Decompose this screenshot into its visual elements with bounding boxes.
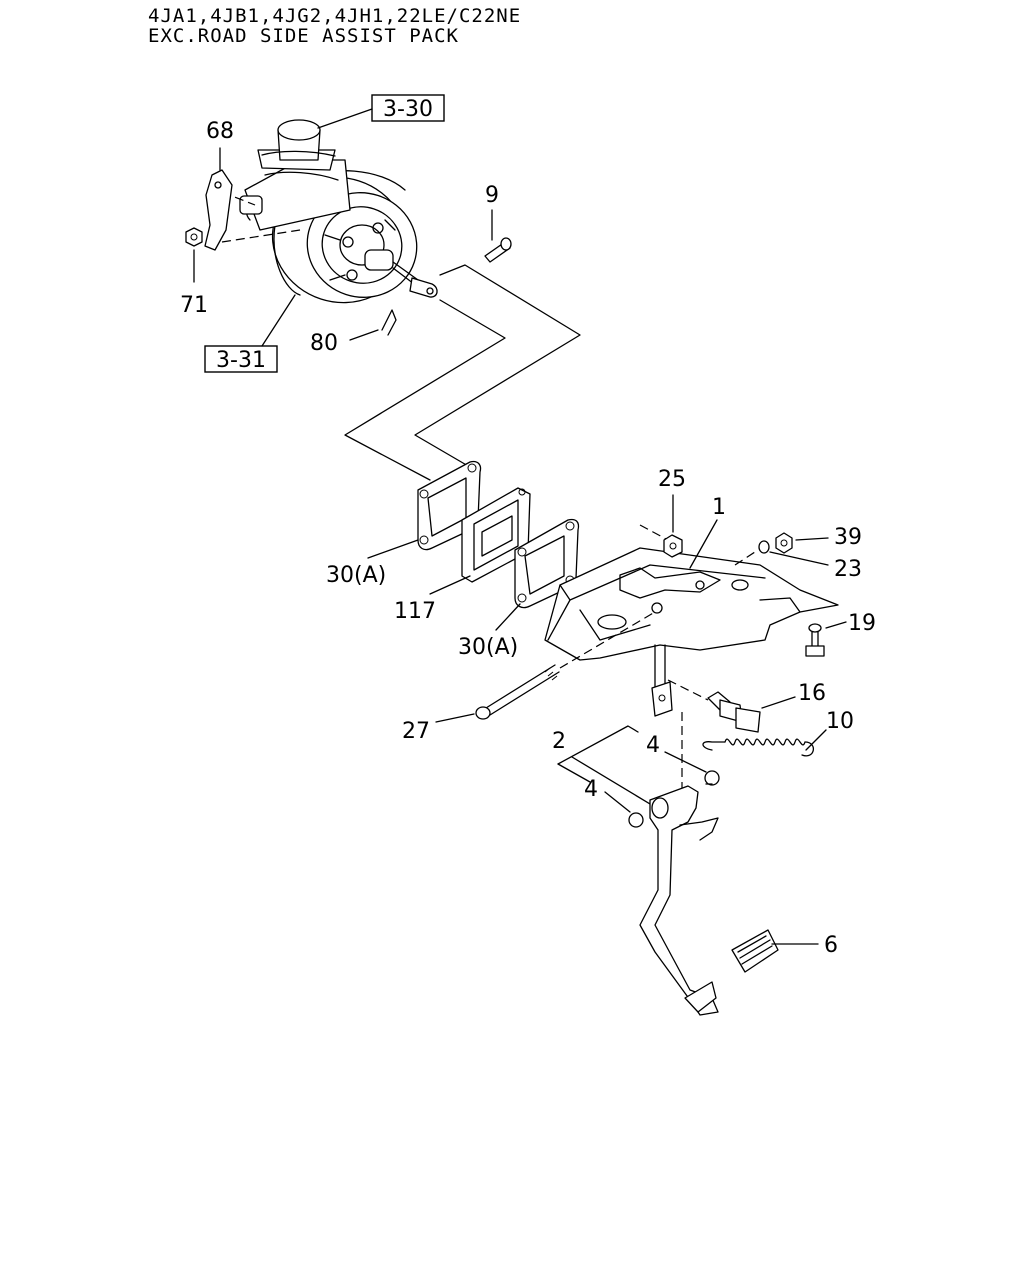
callout-1[interactable]: 1 <box>712 495 726 520</box>
callout-9[interactable]: 9 <box>485 183 499 208</box>
diagram-header-variant: EXC.ROAD SIDE ASSIST PACK <box>148 25 459 47</box>
leader-bracket-2-4 <box>557 725 639 765</box>
callout-30a-left[interactable]: 30(A) <box>326 563 386 588</box>
part-80-cotter-pin <box>349 309 397 341</box>
part-4-bushing-upper <box>664 751 720 786</box>
part-39-nut <box>775 532 829 554</box>
callout-10[interactable]: 10 <box>826 709 854 734</box>
callout-23[interactable]: 23 <box>834 557 862 582</box>
part-2-clutch-pedal-arm <box>639 785 719 1016</box>
callout-25[interactable]: 25 <box>658 467 686 492</box>
ref-box-3-31[interactable]: 3-31 <box>204 345 278 373</box>
part-1-pedal-bracket <box>544 524 839 717</box>
part-25-nut <box>663 494 683 558</box>
part-6-pedal-pad <box>731 929 819 973</box>
part-16-switch <box>667 679 796 733</box>
part-23-washer <box>734 540 829 566</box>
diagram-header-engines: 4JA1,4JB1,4JG2,4JH1,22LE/C22NE <box>148 5 521 27</box>
routing-line-lower <box>344 299 506 481</box>
part-19-bolt <box>805 621 847 657</box>
ref-3-31-text: 3-31 <box>216 348 266 373</box>
part-4-bushing-lower <box>604 791 644 828</box>
callout-4-upper[interactable]: 4 <box>646 733 660 758</box>
callout-39[interactable]: 39 <box>834 525 862 550</box>
callout-4-lower[interactable]: 4 <box>584 777 598 802</box>
callout-2[interactable]: 2 <box>552 729 566 754</box>
ref-box-3-30[interactable]: 3-30 <box>371 94 445 122</box>
callout-30a-right[interactable]: 30(A) <box>458 635 518 660</box>
part-68-bracket <box>204 147 233 251</box>
callout-27[interactable]: 27 <box>402 719 430 744</box>
callout-6[interactable]: 6 <box>824 933 838 958</box>
callout-71[interactable]: 71 <box>180 293 208 318</box>
part-27-pivot-bolt <box>435 611 656 723</box>
part-10-return-spring <box>702 729 827 757</box>
callout-68[interactable]: 68 <box>206 119 234 144</box>
callout-19[interactable]: 19 <box>848 611 876 636</box>
brake-booster-assembly <box>221 119 438 304</box>
callout-80[interactable]: 80 <box>310 331 338 356</box>
part-9-clevis-pin <box>484 209 512 263</box>
callout-117[interactable]: 117 <box>394 599 436 624</box>
callout-16[interactable]: 16 <box>798 681 826 706</box>
routing-line-upper <box>414 264 581 471</box>
ref-3-30-text: 3-30 <box>383 97 433 122</box>
part-71-nut <box>185 227 203 283</box>
